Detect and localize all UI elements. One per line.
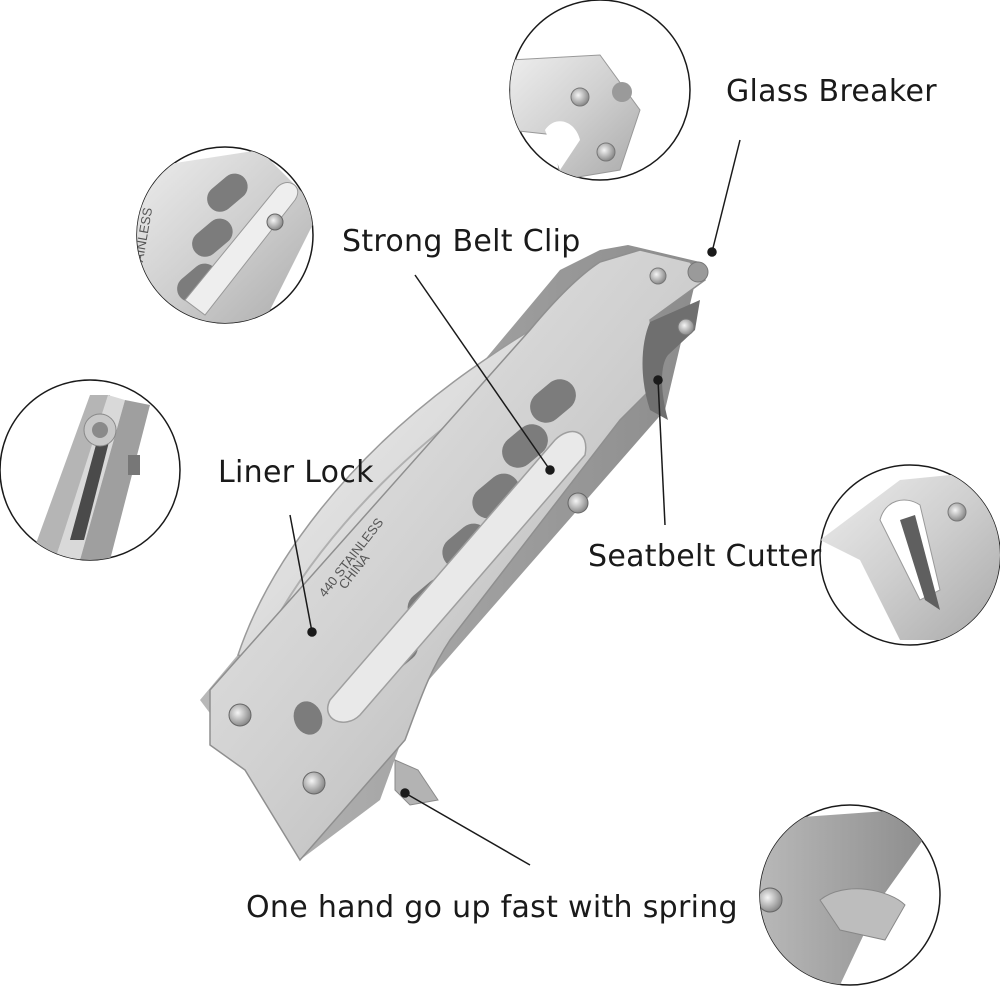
detail-belt-clip: STAINLESS	[136, 146, 314, 324]
detail-liner-lock	[0, 379, 181, 561]
label-glass-breaker: Glass Breaker	[726, 74, 937, 109]
label-spring-assist: One hand go up fast with spring	[246, 890, 738, 925]
label-liner-lock: Liner Lock	[218, 455, 374, 490]
detail-glass-breaker	[509, 0, 691, 181]
belt-clip	[327, 430, 587, 723]
glass-breaker-tip	[687, 261, 709, 283]
label-belt-clip: Strong Belt Clip	[342, 224, 581, 259]
handle-screws	[228, 267, 695, 795]
detail-spring-flipper	[759, 804, 941, 986]
label-seatbelt-cutter: Seatbelt Cutter	[588, 539, 822, 574]
callout-lines	[289, 139, 741, 866]
folding-knife: 440 STAINLESS CHINA	[200, 245, 709, 862]
spring-flipper-tab	[394, 759, 439, 806]
detail-seatbelt-cutter	[819, 464, 1000, 646]
